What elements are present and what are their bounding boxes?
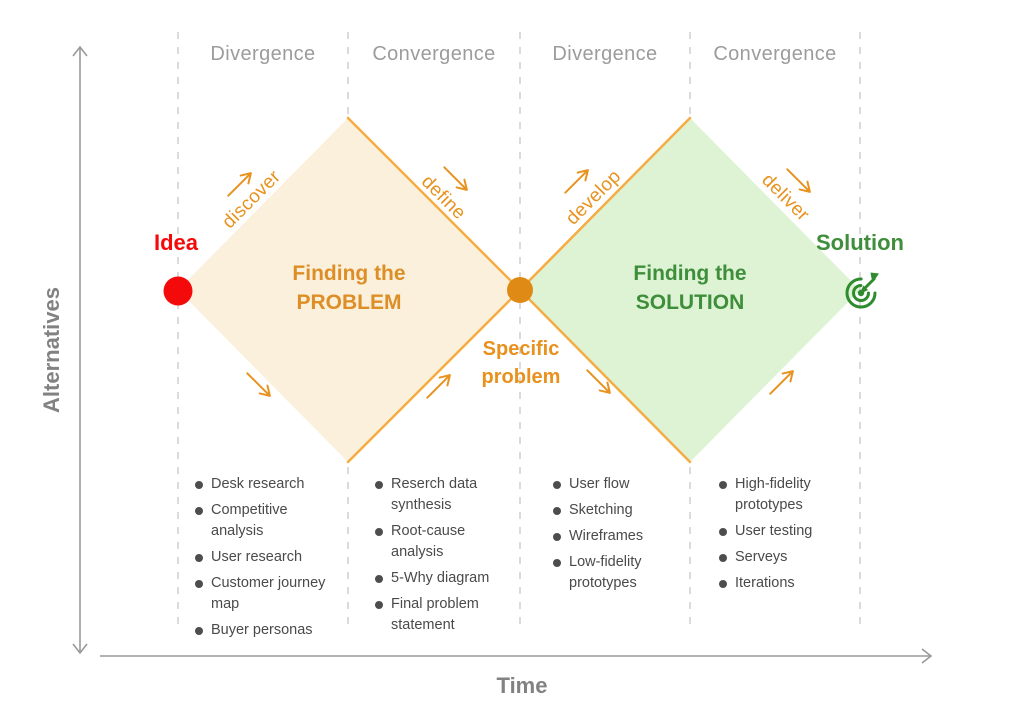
solution-diverge-arrow-icon — [586, 369, 611, 394]
phase-divider-lines — [177, 32, 861, 628]
x-axis-label: Time — [496, 673, 548, 698]
list-item: Low-fidelity prototypes — [552, 552, 694, 594]
list-item: Final problem statement — [374, 594, 516, 636]
develop-arrow-icon — [564, 169, 589, 194]
list-item: User flow — [552, 474, 694, 495]
list-item: 5-Why diagram — [374, 568, 516, 589]
y-axis-down-arrow-icon — [72, 643, 88, 655]
target-icon — [845, 272, 879, 309]
y-axis-label: Alternatives — [39, 287, 64, 413]
activity-list-discover: Desk research Competitive analysis User … — [194, 474, 336, 646]
activity-list-deliver: High-fidelity prototypes User testing Se… — [718, 474, 860, 599]
list-item: Competitive analysis — [194, 500, 336, 542]
problem-diamond-title: Finding the PROBLEM — [292, 262, 406, 314]
specific-problem-label: Specific problem — [481, 338, 561, 388]
list-item: User research — [194, 547, 336, 568]
solution-diamond-border — [518, 288, 692, 464]
phase-header-convergence-2: Convergence — [713, 43, 837, 65]
problem-diamond-border — [346, 116, 522, 292]
idea-dot — [163, 276, 193, 306]
list-item: User testing — [718, 521, 860, 542]
phase-header-divergence-2: Divergence — [552, 43, 658, 65]
solution-converge-arrow-icon — [769, 370, 794, 395]
specific-problem-dot — [507, 277, 533, 303]
list-item: Iterations — [718, 573, 860, 594]
solution-diamond-title: Finding the SOLUTION — [633, 262, 747, 314]
list-item: Reserch data synthesis — [374, 474, 516, 516]
idea-label: Idea — [153, 230, 199, 255]
list-item: Root-cause analysis — [374, 521, 516, 563]
list-item: High-fidelity prototypes — [718, 474, 860, 516]
list-item: Customer journey map — [194, 573, 336, 615]
list-item: Wireframes — [552, 526, 694, 547]
list-item: Buyer personas — [194, 620, 336, 641]
phase-header-convergence-1: Convergence — [372, 43, 496, 65]
diamond-borders — [346, 116, 692, 464]
list-item: Sketching — [552, 500, 694, 521]
problem-diverge-arrow-icon — [246, 372, 271, 397]
axes — [72, 45, 933, 664]
phase-header-divergence-1: Divergence — [210, 43, 316, 65]
problem-diamond-border — [346, 288, 522, 464]
activity-list-develop: User flow Sketching Wireframes Low-fidel… — [552, 474, 694, 599]
discover-arrow-icon — [227, 172, 252, 197]
define-arrow-icon — [443, 166, 468, 191]
activity-list-define: Reserch data synthesis Root-cause analys… — [374, 474, 516, 641]
list-item: Serveys — [718, 547, 860, 568]
solution-label: Solution — [816, 230, 904, 255]
deliver-arrow-icon — [786, 168, 811, 193]
problem-diamond — [178, 118, 520, 462]
x-axis-right-arrow-icon — [921, 648, 933, 664]
list-item: Desk research — [194, 474, 336, 495]
y-axis-up-arrow-icon — [72, 45, 88, 57]
problem-converge-arrow-icon — [426, 374, 451, 399]
solution-diamond-border — [518, 116, 692, 292]
